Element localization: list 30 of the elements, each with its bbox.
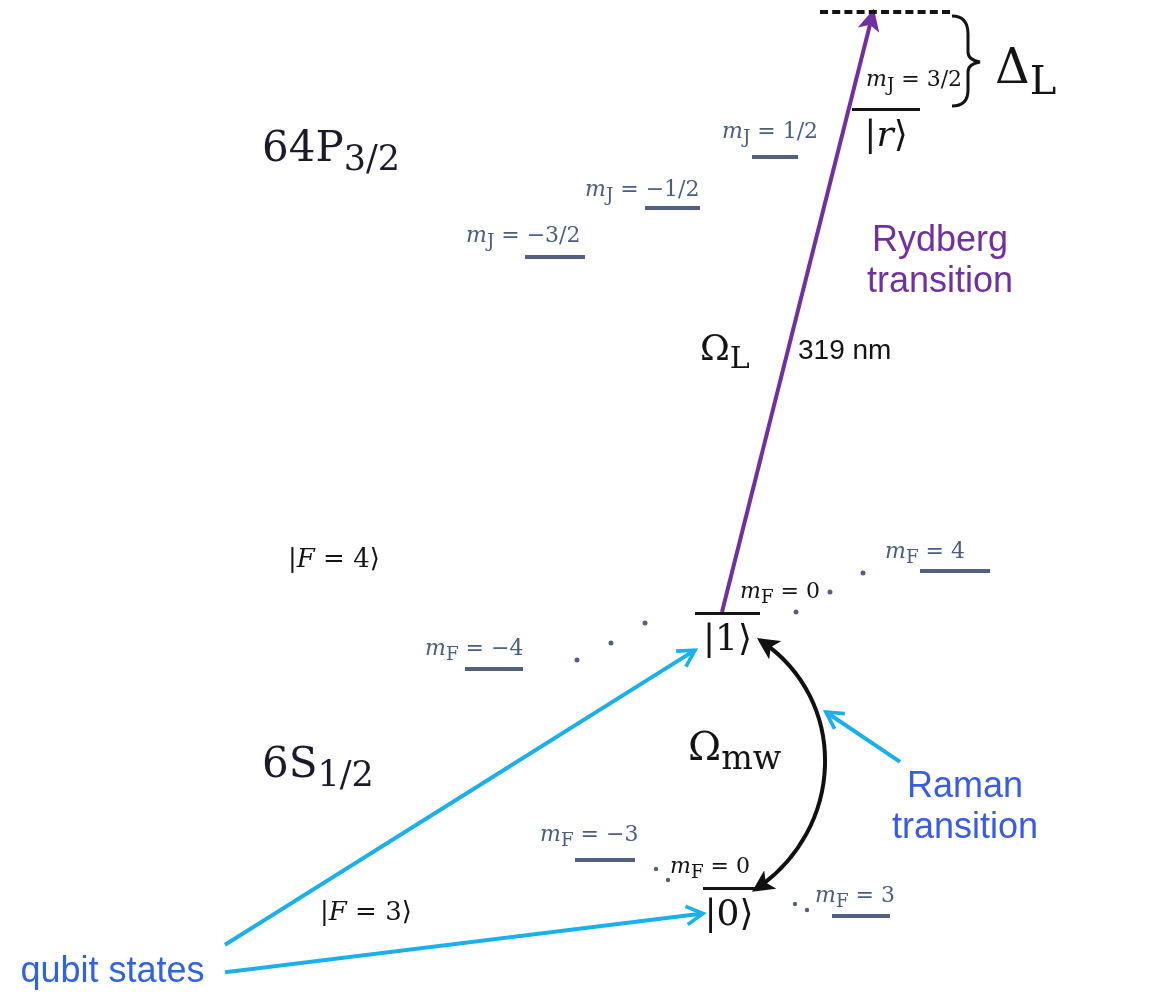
quantum-number-label: m$_{J}$ = 3/2: [866, 66, 963, 97]
math-label: 64P$_{3/2}$: [262, 122, 401, 180]
math-label: Δ$_{L}$: [995, 38, 1057, 104]
math-label: 6S$_{1/2}$: [262, 738, 374, 796]
math-label: |F = 4⟩: [288, 543, 380, 575]
state-ket: |0⟩: [704, 891, 754, 935]
annotation-text: qubit states: [20, 948, 205, 991]
leader-arrow: [824, 710, 902, 764]
math-label: m$_{F}$ = 4: [885, 538, 965, 569]
energy-level: [852, 108, 920, 154]
math-label: m$_{J}$ = −1/2: [585, 176, 700, 207]
math-label: |F = 3⟩: [320, 896, 412, 928]
state-ket: |r⟩: [864, 112, 908, 156]
edge-label: Ω$_{L}$: [700, 326, 750, 377]
transition-arrow: [224, 904, 705, 975]
annotation-text: 319 nm: [798, 334, 892, 367]
math-label: m$_{J}$ = −3/2: [466, 222, 581, 253]
transition-arrow: [752, 637, 827, 892]
math-label: m$_{J}$ = 1/2: [722, 118, 819, 149]
state-ket: |1⟩: [702, 616, 753, 660]
math-label: m$_{F}$ = −4: [425, 635, 524, 666]
annotation-text: Rydberg transition: [865, 218, 1015, 301]
quantum-number-label: m$_{F}$ = 0: [740, 578, 820, 609]
math-label: m$_{F}$ = 3: [815, 882, 895, 913]
annotation-text: Raman transition: [890, 763, 1040, 847]
transition-arrow: [223, 648, 697, 947]
edge-label: Ω$_{mw}$: [688, 722, 782, 778]
transition-arrow: [720, 8, 880, 613]
math-label: m$_{F}$ = −3: [540, 821, 639, 852]
quantum-number-label: m$_{F}$ = 0: [670, 853, 750, 884]
